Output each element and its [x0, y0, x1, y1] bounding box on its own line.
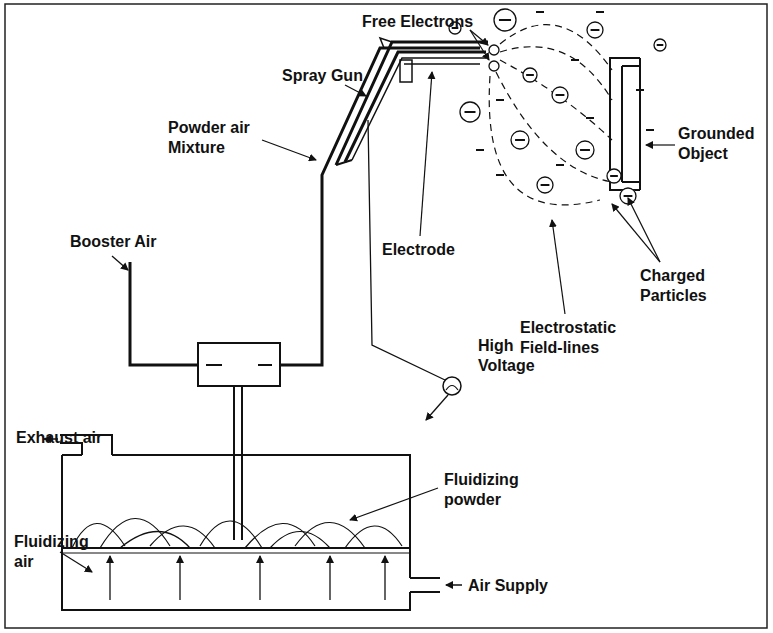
charge-dash — [496, 99, 504, 101]
charge-dash — [556, 164, 564, 166]
part-label: Free Electrons — [362, 12, 473, 32]
injector-box — [198, 343, 280, 386]
part-label: Electrode — [382, 240, 455, 260]
charge-dash — [571, 59, 579, 61]
charge-dash — [596, 11, 604, 13]
free-electron — [489, 45, 499, 71]
leader — [470, 30, 488, 45]
part-label: Powder air Mixture — [168, 118, 263, 158]
part-label: Booster Air — [70, 232, 157, 252]
fluidizing-powder-arcs — [72, 518, 402, 548]
minus-sign — [556, 94, 565, 96]
frame — [5, 4, 767, 628]
charged-particle — [537, 177, 553, 193]
minus-sign — [526, 74, 534, 76]
charged-particle — [620, 188, 636, 204]
suction-tube — [234, 386, 242, 540]
charge-dash — [636, 89, 644, 91]
charge-dash — [646, 129, 654, 131]
charged-particle — [587, 22, 603, 38]
electrostatic-field-lines — [489, 25, 612, 205]
minus-sign — [657, 44, 664, 46]
part-label: Fluidizing powder — [444, 470, 539, 510]
minus-sign — [515, 139, 525, 141]
spray-gun — [336, 38, 488, 165]
minus-sign — [580, 149, 590, 151]
minus-sign — [624, 195, 633, 197]
booster-air-line — [130, 262, 198, 365]
air-supply-arrow — [446, 584, 462, 586]
powder-hose — [280, 48, 480, 365]
part-label: Electrostatic Field-lines — [520, 318, 635, 358]
minus-sign — [499, 19, 511, 21]
charged-particle — [607, 169, 621, 183]
part-label: Fluidizing air — [14, 532, 109, 572]
leader — [470, 30, 489, 60]
part-label: Charged Particles — [640, 266, 730, 306]
part-label: Exhaust air — [16, 428, 102, 448]
charge-dash — [536, 11, 544, 13]
charged-particle — [576, 141, 594, 159]
grounded-object — [639, 58, 641, 190]
minus-sign — [541, 184, 550, 186]
minus-sign — [591, 29, 600, 31]
charged-particle — [494, 9, 516, 31]
fluidizing-hopper — [60, 435, 440, 610]
charged-particle — [654, 39, 666, 51]
source-symbol — [446, 386, 458, 391]
booster-air-arrow — [112, 256, 128, 270]
part-label: Grounded Object — [678, 124, 763, 164]
leader-lines — [60, 72, 675, 572]
charged-particle — [523, 68, 537, 82]
charge-dash — [586, 117, 594, 119]
injector-nozzle — [206, 364, 222, 366]
ground-arrow — [426, 395, 448, 420]
minus-sign — [610, 175, 618, 177]
injector-nozzle — [258, 364, 272, 366]
charged-particle — [460, 102, 480, 122]
charged-particle — [552, 87, 568, 103]
high-voltage-source — [443, 377, 461, 395]
part-label: Air Supply — [468, 576, 548, 596]
charge-dash — [476, 149, 484, 151]
electrode — [404, 63, 480, 65]
fluidizing-air-arrows — [110, 556, 385, 600]
charged-particle — [511, 131, 529, 149]
minus-sign — [465, 111, 476, 113]
charge-dash — [496, 174, 504, 176]
part-label: Spray Gun — [282, 66, 363, 86]
charged-particles — [449, 9, 666, 204]
